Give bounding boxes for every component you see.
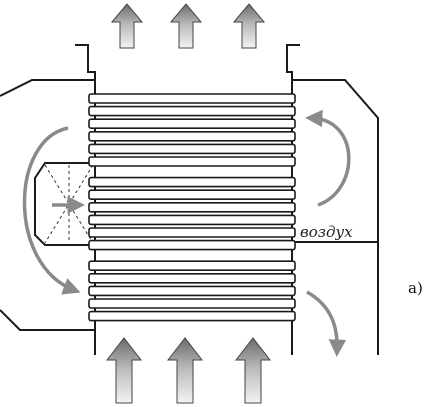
tube bbox=[88, 239, 296, 251]
tube bbox=[88, 260, 296, 272]
left-flow-arrow-top bbox=[22, 126, 81, 295]
tube bbox=[88, 131, 296, 142]
outlet-arrows bbox=[110, 3, 266, 49]
tube-bank bbox=[88, 93, 296, 322]
right-housing-outline bbox=[292, 79, 379, 355]
left-housing-outline bbox=[0, 79, 95, 331]
part-label: а) bbox=[408, 279, 423, 297]
right-housing bbox=[292, 79, 379, 355]
tube bbox=[88, 285, 296, 297]
outlet-arrow bbox=[169, 3, 203, 49]
inlet-arrow bbox=[166, 337, 204, 404]
tube bbox=[88, 298, 296, 309]
tube bbox=[88, 214, 296, 226]
tube bbox=[88, 105, 296, 117]
tube bbox=[88, 202, 296, 213]
tube bbox=[88, 176, 296, 188]
right-flow-arrow-bottom bbox=[306, 290, 347, 357]
tube bbox=[88, 156, 296, 167]
air-label: воздух bbox=[300, 223, 353, 241]
outlet-arrow bbox=[110, 3, 144, 49]
tube bbox=[88, 310, 296, 322]
air-flow-arrows bbox=[22, 109, 351, 357]
outlet-arrow bbox=[232, 3, 266, 49]
tube bbox=[88, 118, 296, 129]
tube bbox=[88, 93, 296, 104]
fan-box bbox=[34, 162, 95, 246]
right-flow-arrow-top bbox=[305, 109, 351, 207]
inlet-arrow bbox=[234, 337, 272, 404]
tube bbox=[88, 143, 296, 155]
inlet-arrows bbox=[105, 337, 272, 404]
inlet-arrow bbox=[105, 337, 143, 404]
tube bbox=[88, 227, 296, 238]
tube bbox=[88, 189, 296, 200]
tube bbox=[88, 272, 296, 284]
left-housing bbox=[0, 79, 95, 331]
